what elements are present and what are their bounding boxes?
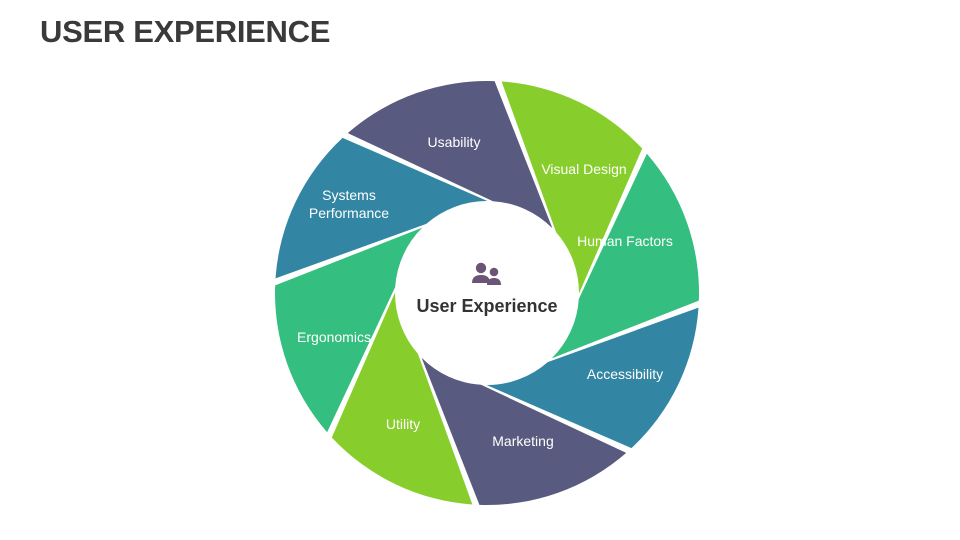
center-label: User Experience [416,296,557,316]
center-hub: User Experience [396,202,578,384]
segment-label-line: Performance [309,205,389,221]
segment-label-utility: Utility [386,416,420,432]
segment-ergonomics [275,137,488,279]
segment-label-line: Utility [386,416,420,432]
segment-label-ergonomics: Ergonomics [297,329,371,345]
users-icon [472,262,501,285]
segment-label-line: Accessibility [587,366,663,382]
segment-label-line: Ergonomics [297,329,371,345]
center-circle [396,202,578,384]
page-title: USER EXPERIENCE [40,14,331,49]
segment-label-line: Visual Design [541,161,626,177]
segment-utility [275,227,423,433]
segment-accessibility [421,357,627,505]
segments-layer [275,81,699,505]
segment-label-human-factors: Human Factors [577,233,673,249]
segment-marketing [331,292,473,505]
segment-label-accessibility: Accessibility [587,366,663,382]
segment-label-line: Marketing [492,433,553,449]
segment-label-usability: Usability [428,134,481,150]
segment-systems-performance [347,81,553,229]
segment-label-line: Systems [322,187,376,203]
segment-label-line: Usability [428,134,481,150]
segment-visual-design [551,153,699,359]
segment-label-visual-design: Visual Design [541,161,626,177]
segment-usability [501,81,643,294]
segment-label-marketing: Marketing [492,433,553,449]
segment-label-line: Human Factors [577,233,673,249]
segment-human-factors [486,307,699,449]
